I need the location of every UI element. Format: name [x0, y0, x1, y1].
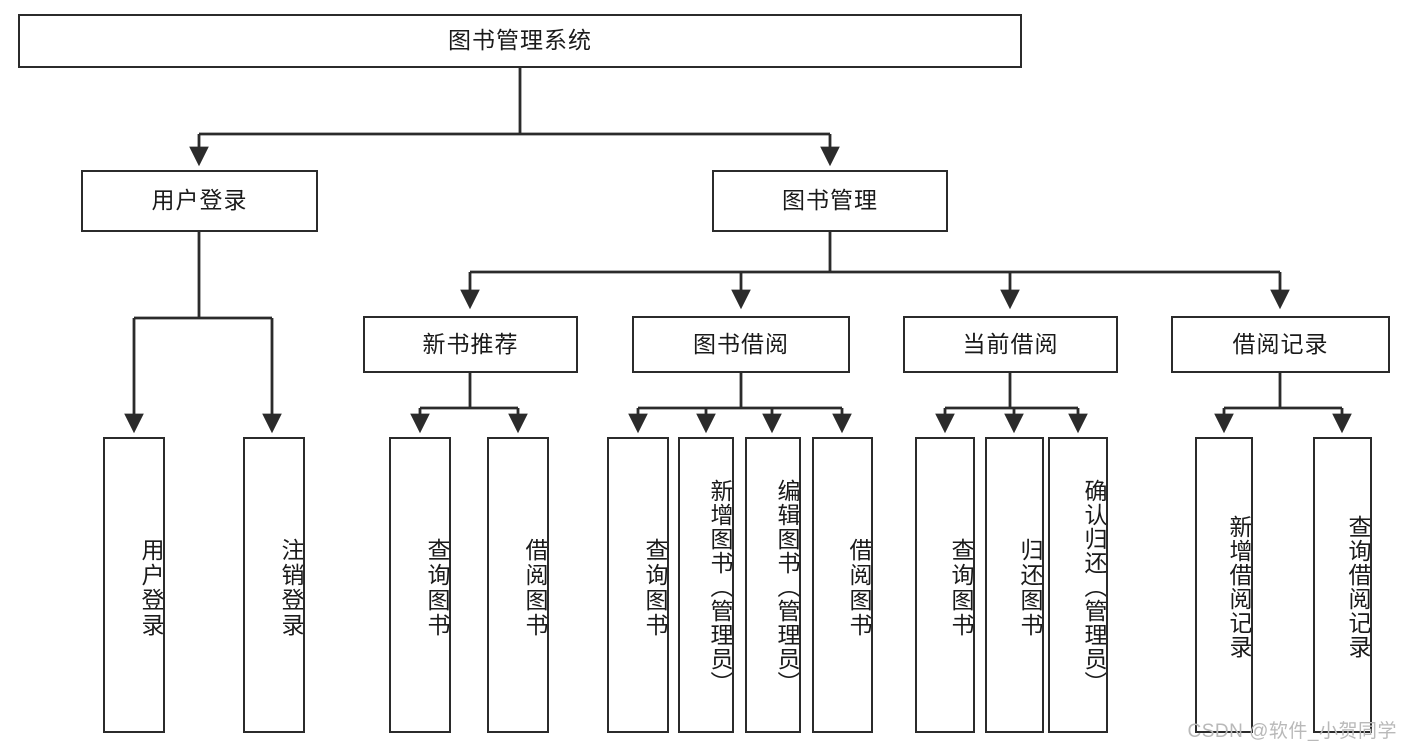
- edges-currentborrow-to-leaves: [935, 373, 1088, 434]
- node-leaf-query-borrow-record[interactable]: 查询借阅记录: [1313, 437, 1372, 733]
- edges-borrowrecord-to-leaves: [1214, 373, 1352, 434]
- node-label: 注销登录: [278, 538, 304, 638]
- node-leaf-user-logout[interactable]: 注销登录: [243, 437, 305, 733]
- node-label: 用户登录: [151, 187, 248, 214]
- node-label: 归还图书: [1017, 538, 1043, 638]
- node-label: 新书推荐: [422, 330, 519, 357]
- node-leaf-borrow-book[interactable]: 借阅图书: [812, 437, 873, 733]
- node-label: 新增借阅记录: [1226, 515, 1252, 659]
- node-leaf-borrow-book-recommend[interactable]: 借阅图书: [487, 437, 549, 733]
- node-label: 借阅图书: [846, 538, 872, 638]
- node-leaf-add-book-admin[interactable]: 新增图书（管理员）: [678, 437, 734, 733]
- edges-newbook-to-leaves: [410, 373, 528, 434]
- node-label: 查询图书: [424, 538, 450, 638]
- node-leaf-query-book-recommend[interactable]: 查询图书: [389, 437, 451, 733]
- node-book-management[interactable]: 图书管理: [712, 170, 948, 232]
- node-label: 查询图书: [642, 538, 668, 638]
- node-user-login[interactable]: 用户登录: [81, 170, 318, 232]
- edges-bookborrow-to-leaves: [628, 373, 852, 434]
- node-leaf-edit-book-admin[interactable]: 编辑图书（管理员）: [745, 437, 801, 733]
- node-leaf-query-book-borrow[interactable]: 查询图书: [607, 437, 669, 733]
- node-new-book-recommend[interactable]: 新书推荐: [363, 316, 578, 373]
- node-root-book-management-system[interactable]: 图书管理系统: [18, 14, 1022, 68]
- node-current-borrow[interactable]: 当前借阅: [903, 316, 1118, 373]
- node-label: 图书管理: [782, 187, 878, 214]
- node-label: 编辑图书（管理员）: [774, 479, 800, 695]
- node-leaf-add-borrow-record[interactable]: 新增借阅记录: [1195, 437, 1253, 733]
- node-label: 当前借阅: [962, 330, 1059, 357]
- node-label: 借阅记录: [1232, 330, 1329, 357]
- node-label: 图书管理系统: [448, 27, 592, 54]
- node-label: 查询借阅记录: [1345, 515, 1371, 659]
- node-label: 借阅图书: [522, 538, 548, 638]
- node-label: 新增图书（管理员）: [707, 479, 733, 695]
- edges-userlogin-to-leaves: [124, 232, 282, 434]
- node-leaf-query-book-current[interactable]: 查询图书: [915, 437, 975, 733]
- edges-root-to-level2: [189, 68, 840, 167]
- node-borrow-record[interactable]: 借阅记录: [1171, 316, 1390, 373]
- node-label: 图书借阅: [693, 330, 789, 357]
- node-label: 确认归还（管理员）: [1081, 479, 1107, 695]
- node-leaf-return-book[interactable]: 归还图书: [985, 437, 1044, 733]
- edges-bookmgmt-to-level3: [460, 232, 1290, 310]
- csdn-watermark: CSDN @软件_小贺同学: [1187, 721, 1397, 742]
- node-leaf-user-login[interactable]: 用户登录: [103, 437, 165, 733]
- node-label: 用户登录: [138, 538, 164, 638]
- node-leaf-confirm-return-admin[interactable]: 确认归还（管理员）: [1048, 437, 1108, 733]
- node-book-borrow[interactable]: 图书借阅: [632, 316, 850, 373]
- node-label: 查询图书: [948, 538, 974, 638]
